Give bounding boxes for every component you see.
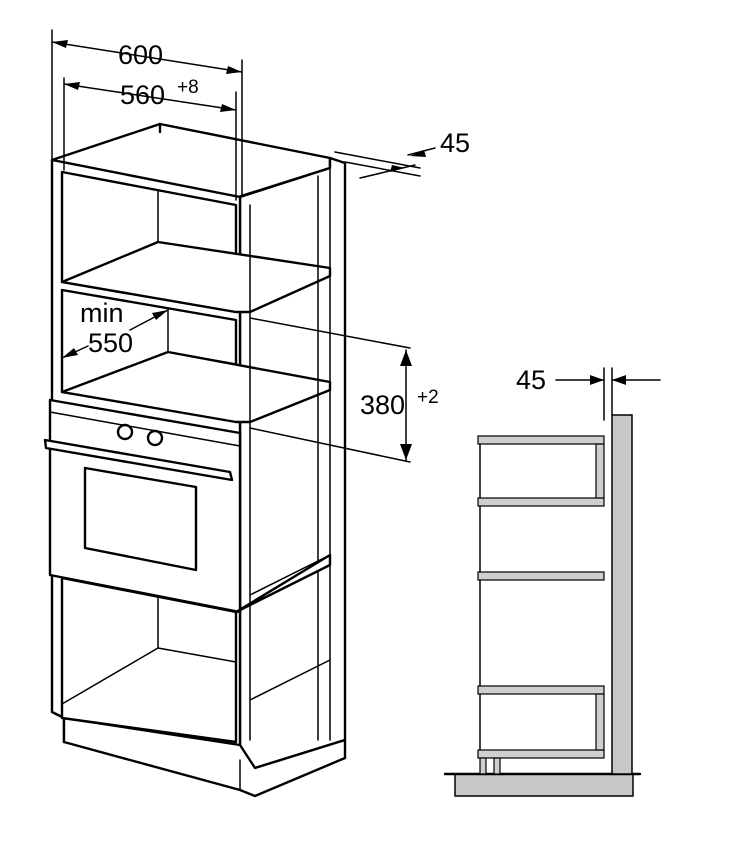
floor-base (454, 773, 634, 797)
min-value-label: 550 (88, 328, 133, 358)
compartment-bottom-opening (60, 576, 238, 744)
width-inner-label: 560 (120, 80, 165, 110)
side-section (443, 414, 642, 797)
dimension-min-depth: min 550 (61, 298, 169, 359)
side-shelf-1 (477, 435, 605, 445)
side-shelf-5 (477, 749, 605, 759)
side-shelf-3 (477, 571, 605, 581)
side-foot-2 (493, 757, 501, 775)
oven-window (83, 466, 198, 572)
min-word-label: min (80, 298, 124, 328)
cabinet-plinth (62, 716, 347, 798)
side-back-upper (595, 443, 605, 499)
dimension-depth-top: 45 (334, 128, 470, 179)
niche-height-label: 380 (360, 390, 405, 420)
oven-handle (43, 438, 234, 482)
dimension-side-gap: 45 (516, 365, 661, 421)
dimension-width: 600 560 +8 (51, 29, 243, 201)
width-inner-tolerance: +8 (177, 77, 199, 98)
shelf-3 (234, 553, 332, 614)
dimension-niche-height: 380 +2 (249, 317, 439, 463)
oven-knob-2 (146, 429, 164, 447)
side-shelf-2 (477, 497, 605, 507)
side-gap-label: 45 (516, 365, 546, 395)
oven-knob-1 (116, 423, 134, 441)
tall-cabinet (43, 122, 347, 798)
side-back-lower (595, 693, 605, 751)
oven-control-strip (49, 411, 241, 447)
shelf-1 (60, 240, 332, 314)
shelf-4 (249, 554, 331, 701)
depth-top-label: 45 (440, 128, 470, 158)
side-foot-1 (479, 757, 487, 775)
shelf-2 (60, 350, 332, 424)
side-shelf-4 (477, 685, 605, 695)
wall-section (611, 414, 633, 775)
niche-height-tolerance: +2 (417, 387, 439, 408)
compartment-bottom-back (61, 597, 237, 705)
width-outer-label: 600 (118, 40, 163, 70)
